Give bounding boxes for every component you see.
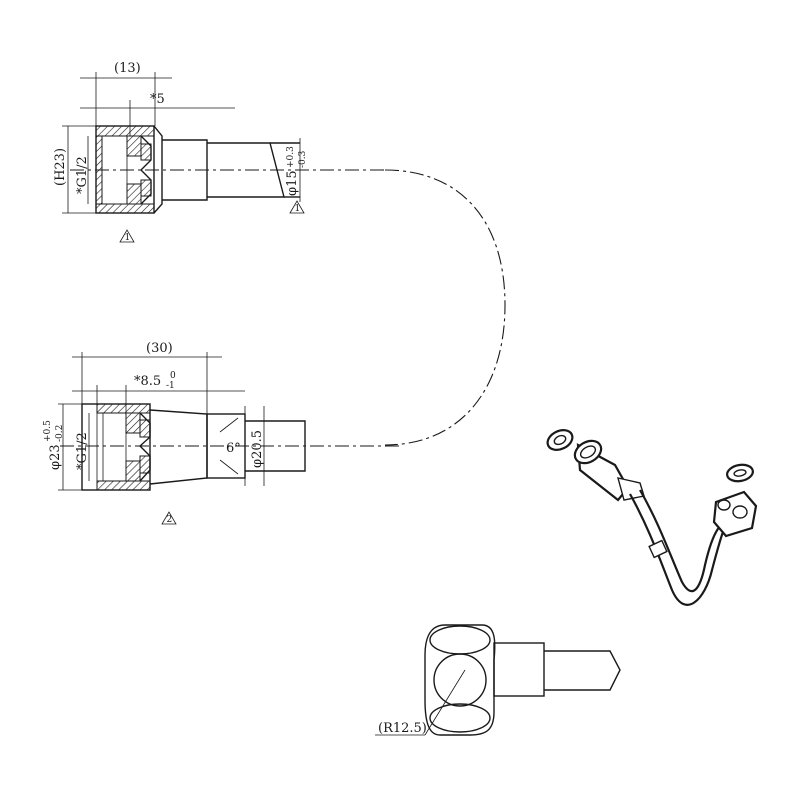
bottom-dim-dia-tol-lower: -0.2 (55, 425, 65, 442)
elbow-tube (544, 650, 621, 691)
hose-path-centerline (384, 169, 506, 446)
top-nut-wall-upper (95, 125, 155, 137)
bottom-fitting-drawing: (30) *8.5 0 -1 φ23 +0.5 -0.2 *G1/2 6° φ2… (43, 341, 400, 525)
svg-text:2: 2 (167, 515, 173, 525)
elbow-bottom-bore (429, 703, 491, 733)
top-dim-dia-tol-lower: -0.3 (298, 150, 308, 168)
bottom-seal-lower (125, 460, 141, 482)
top-hose-tube (207, 142, 285, 198)
bottom-dim-dia: φ23 (48, 444, 63, 470)
top-sleeve (162, 139, 208, 201)
bottom-note-marker: 2 (161, 511, 177, 525)
top-fitting-drawing: (13) *5 (H23) *G1/2 φ15 +0.3 -0.3 1 1 (53, 61, 385, 243)
hose-crimp (648, 539, 668, 559)
bottom-dim-bore: φ20.5 (250, 430, 265, 468)
svg-text:1: 1 (125, 233, 131, 243)
elbow-block (424, 624, 496, 736)
svg-text:1: 1 (295, 204, 301, 214)
elbow-detail-view: (R12.5) (375, 624, 621, 736)
bottom-dim-thread: *G1/2 (75, 432, 90, 470)
bottom-dim-length: (30) (146, 341, 173, 356)
top-dim-depth: *5 (150, 92, 165, 107)
hose-elbow-right (712, 490, 758, 538)
bottom-dim-depth-tol-lower: -1 (166, 381, 175, 391)
top-dim-length: (13) (114, 61, 141, 76)
bottom-dim-depth: *8.5 (134, 374, 161, 389)
top-dim-height: (H23) (53, 148, 68, 186)
washer-right (726, 463, 754, 483)
top-dim-thread: *G1/2 (75, 156, 90, 194)
elbow-stem (493, 642, 545, 697)
hose-body-inner (639, 489, 741, 593)
bottom-dim-angle: 6° (226, 441, 241, 456)
elbow-center-bore (433, 653, 487, 707)
elbow-radius-leader (424, 669, 466, 736)
bottom-nut-wall-upper (96, 403, 151, 414)
bottom-nut-wall-lower (96, 480, 151, 491)
top-nut-chamfer (153, 125, 163, 214)
bottom-taper-sleeve (149, 409, 208, 485)
bottom-dim-depth-tol-upper: 0 (170, 371, 176, 381)
hose-body-outer (629, 493, 736, 606)
elbow-dim-radius: (R12.5) (378, 721, 427, 736)
top-seal-lower (126, 183, 142, 205)
top-seal-upper (126, 135, 142, 157)
top-dim-dia: φ15 (285, 170, 300, 196)
hose-assembly-3d (546, 429, 758, 606)
elbow-top-bore (429, 625, 491, 655)
washer-left (546, 429, 574, 451)
bottom-dim-dia-tol-upper: +0.5 (43, 420, 53, 442)
bottom-hose-tube (245, 420, 306, 472)
top-note-marker-2: 1 (289, 200, 305, 214)
top-dim-dia-tol-upper: +0.3 (286, 146, 296, 168)
top-note-marker-1: 1 (119, 229, 135, 243)
bottom-seal-upper (125, 412, 141, 434)
top-thread-section (95, 135, 103, 205)
top-nut-wall-lower (95, 203, 155, 214)
